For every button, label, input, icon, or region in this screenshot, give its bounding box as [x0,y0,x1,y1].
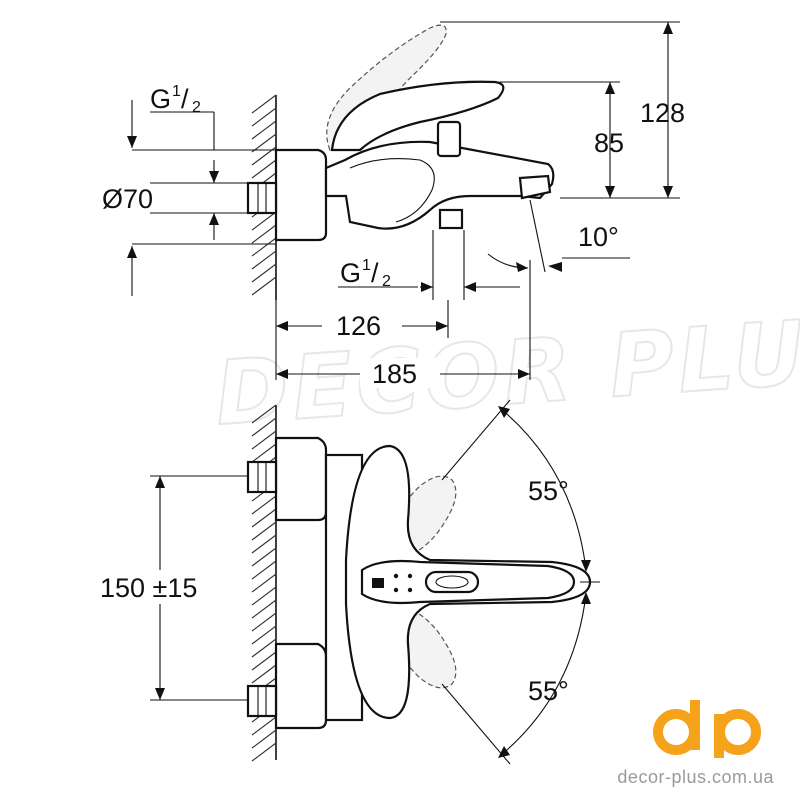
hatch-line [251,224,277,244]
hatch-line [251,237,277,257]
hatch-line [251,560,277,580]
hatch-line [251,107,277,127]
hatch-line [251,664,277,684]
hatch-line [251,159,277,179]
inlet-thread-label: G [150,84,171,114]
front-view: 150 ±15 55° 55° [96,399,600,765]
depth-outlet-label: 126 [336,311,381,341]
height-total-label: 128 [640,98,685,128]
angle-label: 10° [578,222,619,252]
hatch-line [251,443,277,463]
lower-nut [246,684,278,718]
upper-nut [246,460,278,494]
hatch-line [251,417,277,437]
watermark: DECOR PLUS [212,296,800,445]
hatch-line [251,716,277,736]
hatch-line [251,263,277,283]
hatch-line [251,404,277,424]
lever [330,80,505,152]
hatch-line [251,651,277,671]
diverter-knob [436,120,462,158]
hatch-line [251,729,277,749]
lower-connector [274,642,328,730]
spout-tip [518,174,552,200]
depth-total-label: 185 [372,359,417,389]
hatch-line [251,638,277,658]
wall-hatching-top [251,94,277,296]
outlet-thread-slash: / [371,258,379,288]
inlet-thread-num: 1 [172,83,181,100]
shower-outlet [438,208,464,230]
hatch-line [251,573,277,593]
hatch-line [251,94,277,114]
wall-connector [274,148,328,242]
angle-down-label: 55° [528,676,569,706]
hatch-line [251,742,277,762]
center-distance-label: 150 ±15 [100,573,197,603]
hatch-line [251,547,277,567]
brand-url: decor-plus.com.ua [617,767,774,787]
hatch-line [251,133,277,153]
inlet-nut [246,181,278,215]
hatch-line [251,211,277,231]
diameter-label: Ø70 [102,184,153,214]
hatch-line [251,250,277,270]
hatch-line [251,521,277,541]
angle-up-label: 55° [528,476,569,506]
height-spout-label: 85 [594,128,624,158]
inlet-thread-den: 2 [192,99,201,116]
brand-logo [653,700,761,758]
indicator-mark [372,578,384,588]
outlet-thread-den: 2 [382,273,391,290]
outlet-thread-num: 1 [362,257,371,274]
hatch-line [251,276,277,296]
hatch-line [251,495,277,515]
hatch-line [251,625,277,645]
hatch-line [251,612,277,632]
hatch-line [251,430,277,450]
cap-slot [424,570,480,594]
inlet-thread-slash: / [181,84,189,114]
outlet-thread-label: G [340,258,361,288]
hatch-line [251,120,277,140]
hatch-line [251,508,277,528]
upper-connector [274,436,328,522]
side-view: G 1 / 2 Ø70 128 85 10° G 1 / [102,21,685,389]
hatch-line [251,586,277,606]
hatch-line [251,599,277,619]
hatch-line [251,534,277,554]
